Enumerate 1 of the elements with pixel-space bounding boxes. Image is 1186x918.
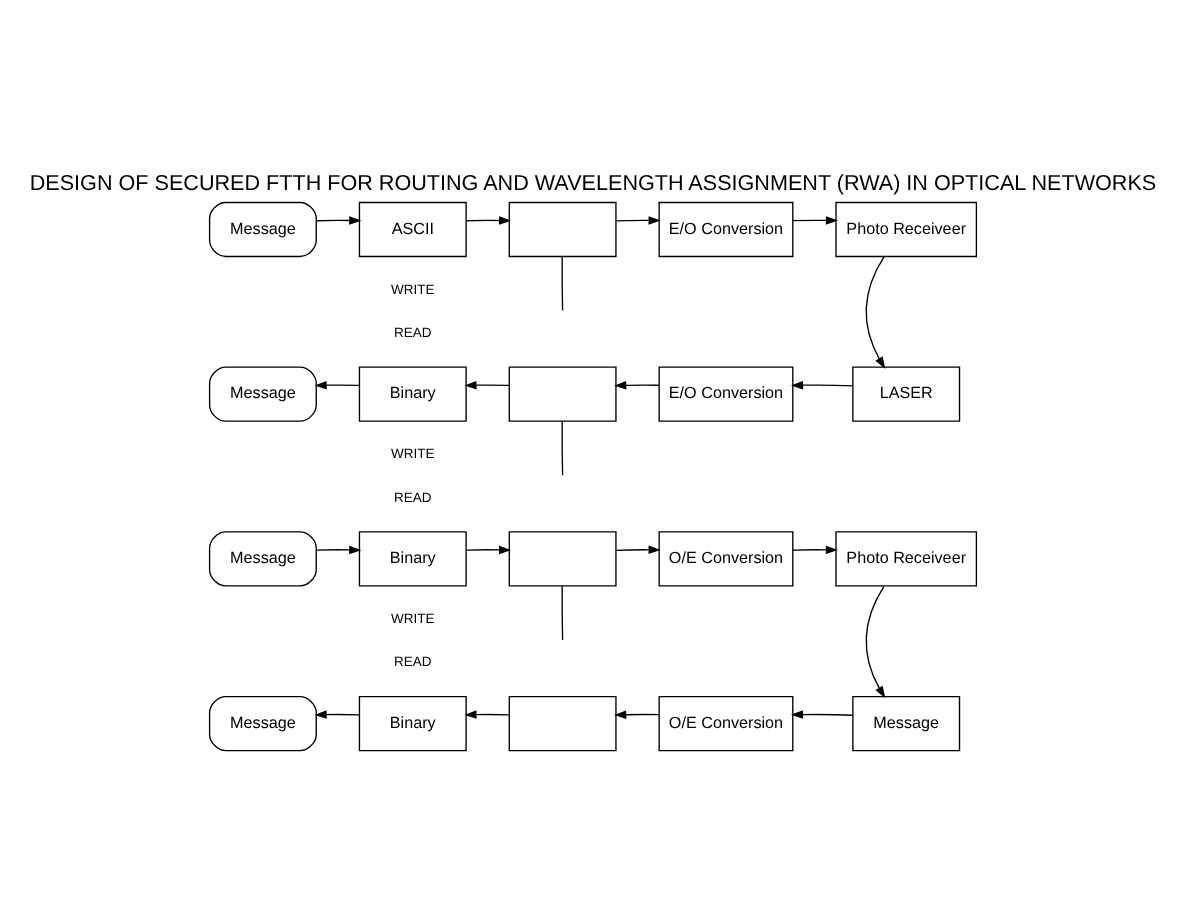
diagram-title: DESIGN OF SECURED FTTH FOR ROUTING AND WAVELENGTH ASSIGNMENT (RWA) IN OPTICAL NETWORKS bbox=[29, 172, 1157, 197]
